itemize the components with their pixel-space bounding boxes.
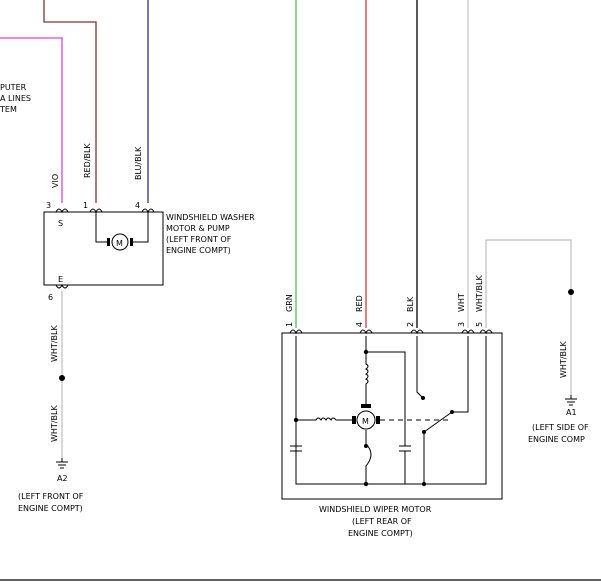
ground-a2-loc-2: ENGINE COMPT) [18, 504, 83, 513]
ground-a2-symbol [56, 458, 68, 469]
washer-ground-connector [55, 283, 69, 289]
wiper-pin-3: 3 [457, 322, 466, 327]
washer-motor-circle [111, 233, 129, 251]
wire-label-blu-blk: BLU/BLK [134, 146, 143, 180]
right-ground-splice [568, 289, 574, 295]
wiper-pin-4: 4 [355, 322, 364, 327]
wiper-lower-lead [365, 430, 372, 484]
washer-brush-left [107, 238, 110, 246]
wiper-coil-vertical [365, 352, 369, 404]
wire-label-wht-blk: WHT/BLK [475, 275, 484, 312]
wiper-pin-1: 1 [285, 322, 294, 327]
ground-a2-id: A2 [57, 474, 68, 483]
washer-motor-box [43, 211, 164, 286]
washer-brush-right [130, 238, 133, 246]
wiper-connector-1 [289, 329, 303, 335]
wire-label-wht: WHT [457, 293, 466, 312]
ground-a1-loc-1: (LEFT SIDE OF [532, 423, 589, 432]
washer-label-2: MOTOR & PUMP [166, 224, 230, 233]
wiper-brush-top [361, 404, 371, 408]
wiper-label-3: ENGINE COMPT) [348, 529, 413, 538]
washer-ground-splice [59, 375, 65, 381]
wiper-label-1: WINDSHIELD WIPER MOTOR [319, 505, 432, 514]
wiper-switch-contact-a [421, 396, 425, 400]
wiper-node-bottom [363, 481, 369, 487]
wiper-motor-circle [356, 410, 376, 430]
washer-ground-wire-label-lower: WHT/BLK [50, 405, 59, 442]
washer-pin-6: 6 [48, 293, 53, 302]
computer-label-1: PUTER [0, 83, 27, 92]
washer-internal-wire-a [95, 212, 108, 243]
vio-wire [0, 37, 63, 203]
wire-label-vio: VIO [51, 174, 60, 188]
wiper-node-mid [364, 444, 368, 448]
washer-pin-4: 4 [135, 201, 140, 210]
wire-label-blk: BLK [406, 296, 415, 312]
wire-label-red-blk: RED/BLK [83, 143, 92, 178]
washer-ground-wire-label: WHT/BLK [50, 325, 59, 362]
ground-a2-loc-1: (LEFT FRONT OF [18, 492, 84, 501]
wiper-red-branch [365, 336, 406, 440]
wiper-label-2: (LEFT REAR OF [352, 517, 412, 526]
washer-pin-1: 1 [83, 201, 88, 210]
wiper-pin-5: 5 [475, 322, 484, 327]
wiper-capacitor-left [290, 420, 302, 484]
wiper-internal-frame [295, 336, 487, 485]
wiper-switch-blade [423, 411, 453, 433]
wiper-node-switch-bottom [421, 481, 427, 487]
wiper-wht-lead [452, 336, 469, 413]
washer-label-3: (LEFT FRONT OF [166, 235, 232, 244]
wiper-capacitor-right [399, 440, 411, 484]
washer-pin-s: S [58, 219, 63, 228]
washer-internal-wire-b [132, 212, 149, 243]
washer-label-1: WINDSHIELD WASHER [166, 213, 255, 222]
ground-a1-id: A1 [566, 408, 577, 417]
wiper-coil-horizontal [296, 417, 352, 421]
right-ground-wire-label: WHT/BLK [559, 341, 568, 378]
washer-pin-e: E [58, 275, 63, 284]
wht-blk-wire [485, 239, 572, 328]
wiper-blk-switch-lead [416, 336, 424, 399]
washer-motor-symbol: M [116, 239, 123, 248]
computer-label-2: A LINES [0, 94, 31, 103]
wiper-connector-2 [410, 329, 424, 335]
wiper-connector-3 [461, 329, 475, 335]
wire-label-grn: GRN [285, 294, 294, 312]
washer-pin-3: 3 [46, 201, 51, 210]
wiper-connector-4 [359, 329, 373, 335]
wiper-motor-symbol: M [362, 417, 369, 426]
wiper-motor-box [281, 332, 503, 500]
washer-label-4: ENGINE COMPT) [166, 246, 231, 255]
wiper-brush-left [352, 416, 356, 424]
wiper-brush-right [376, 416, 380, 424]
computer-label-3: TEM [0, 105, 17, 114]
red-blk-wire [43, 0, 97, 203]
wiper-connector-5 [479, 329, 493, 335]
ground-a1-loc-2: ENGINE COMP [528, 435, 585, 444]
ground-a1-symbol [565, 395, 577, 406]
wire-label-red: RED [355, 295, 364, 312]
wiper-pin-2: 2 [406, 322, 415, 327]
